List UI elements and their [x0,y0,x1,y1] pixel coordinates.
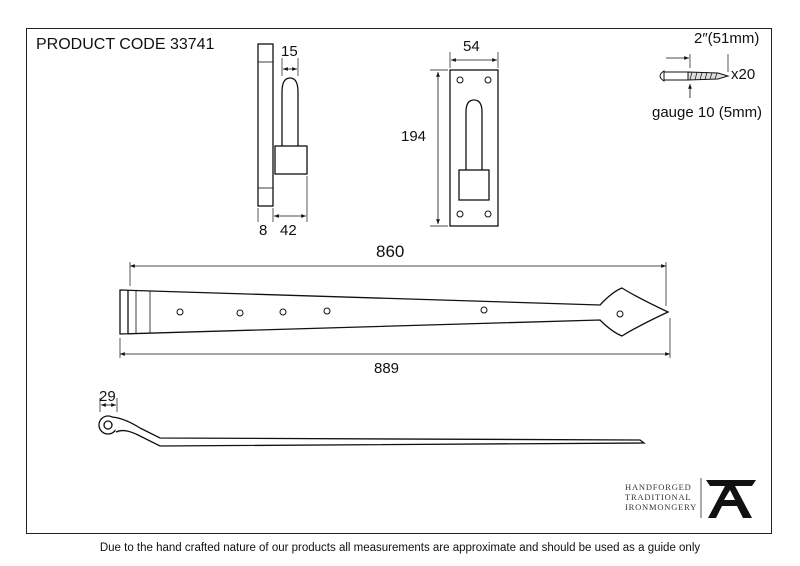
side-view [257,43,308,222]
anvil-a-icon [706,480,756,518]
dim-projection: 42 [280,222,297,239]
screw-icon [659,54,730,98]
front-plate [449,69,499,227]
dim-front-width: 54 [463,38,480,55]
strap-top-view [119,262,671,358]
drawing-frame [26,28,772,534]
dim-eye-size: 29 [99,388,116,405]
dim-front-height: 194 [401,128,427,145]
side-pin [281,77,299,146]
strap-profile-view [98,398,646,447]
disclaimer-footer: Due to the hand crafted nature of our pr… [99,542,701,554]
logo-line-2: TRADITIONAL [625,492,692,502]
screw-quantity: x20 [731,66,756,83]
product-code: PRODUCT CODE 33741 [36,36,215,53]
dim-pin-width: 15 [281,43,298,60]
dim-overall-length: 889 [374,360,400,377]
dim-fixing-length: 860 [376,242,405,261]
screw-gauge: gauge 10 (5mm) [652,104,763,121]
logo-line-3: IRONMONGERY [625,502,698,512]
front-pin-block [458,169,490,201]
logo-line-1: HANDFORGED [625,482,692,492]
front-view [430,52,499,227]
screw-length: 2″(51mm) [694,30,760,47]
dim-plate-thickness: 8 [259,222,268,239]
side-plate [257,43,274,207]
side-pin-block [274,145,308,175]
strap-body [119,287,670,337]
front-pin [465,99,483,170]
